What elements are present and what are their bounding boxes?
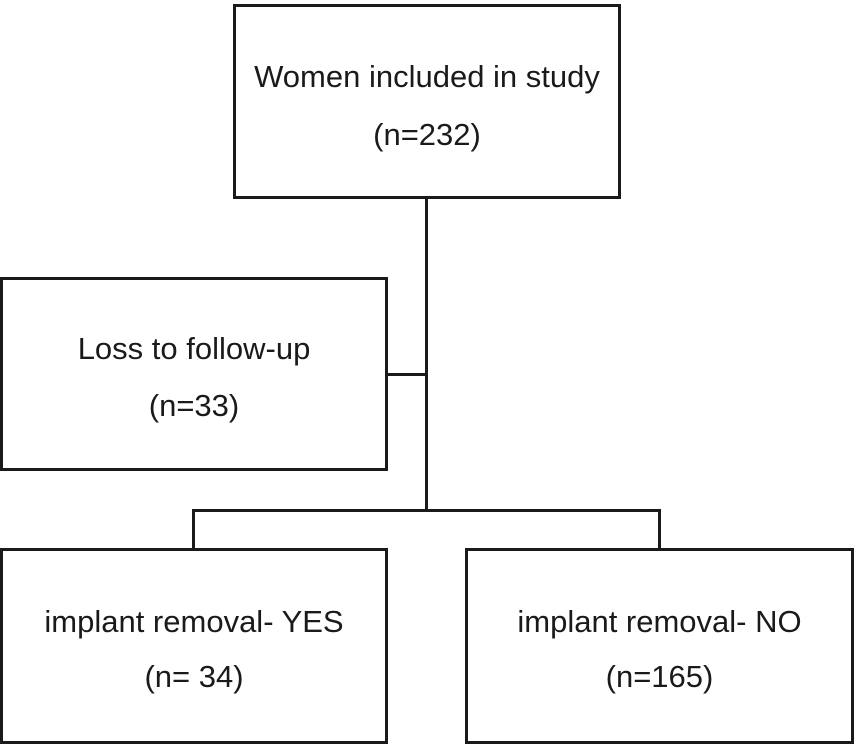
box-women-included-count: (n=232) xyxy=(373,117,481,152)
box-women-included-label: Women included in study xyxy=(254,59,600,94)
box-loss-to-follow-up-count: (n=33) xyxy=(148,388,240,423)
connector-split-horizontal xyxy=(192,509,661,512)
connector-to-yes xyxy=(192,509,195,550)
connector-to-no xyxy=(658,509,661,550)
connector-to-excluded xyxy=(385,373,427,376)
connector-main-vertical xyxy=(425,197,428,512)
box-implant-removal-no: implant removal- NO (n=165) xyxy=(465,548,854,744)
box-implant-removal-no-count: (n=165) xyxy=(605,659,714,694)
box-loss-to-follow-up: Loss to follow-up (n=33) xyxy=(0,277,388,471)
box-women-included: Women included in study (n=232) xyxy=(233,4,621,199)
box-loss-to-follow-up-label: Loss to follow-up xyxy=(77,331,311,366)
box-implant-removal-no-label: implant removal- NO xyxy=(517,604,802,639)
box-implant-removal-yes-label: implant removal- YES xyxy=(44,604,344,639)
box-implant-removal-yes: implant removal- YES (n= 34) xyxy=(0,548,388,744)
box-implant-removal-yes-count: (n= 34) xyxy=(144,659,244,694)
